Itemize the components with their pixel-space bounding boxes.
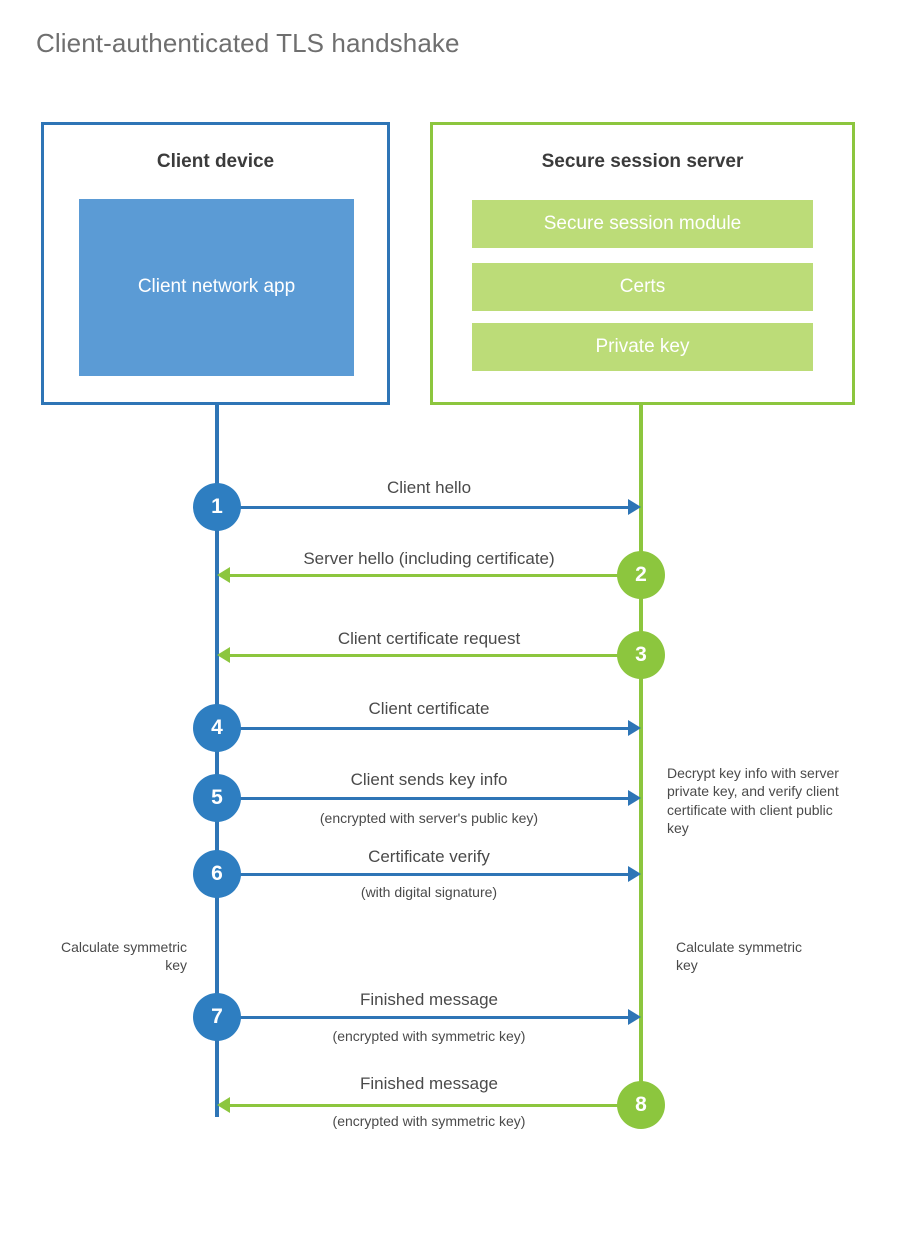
client-device-title: Client device bbox=[156, 151, 275, 172]
step-8-label: Finished message bbox=[360, 1074, 498, 1093]
client-network-app-block: Client network app bbox=[79, 199, 354, 376]
page-title: Client-authenticated TLS handshake bbox=[36, 28, 460, 58]
step-1-arrowhead-icon bbox=[628, 499, 641, 515]
private-key-block: Private key bbox=[472, 323, 813, 371]
step-7-circle[interactable]: 7 bbox=[193, 993, 241, 1041]
step-5-sublabel: (encrypted with server's public key) bbox=[319, 810, 539, 826]
secure-session-module-block: Secure session module bbox=[472, 200, 813, 248]
server-calculate-symmetric-key-annotation: Calculate symmetric key bbox=[676, 939, 803, 974]
step-6-arrowhead-icon bbox=[628, 866, 641, 882]
step-7-line bbox=[219, 1016, 628, 1019]
step-2-line bbox=[230, 574, 641, 577]
step-8-line bbox=[230, 1104, 641, 1107]
step-4-circle[interactable]: 4 bbox=[193, 704, 241, 752]
step-5-arrowhead-icon bbox=[628, 790, 641, 806]
step-8-sublabel: (encrypted with symmetric key) bbox=[332, 1113, 526, 1129]
step-3-arrowhead-icon bbox=[217, 647, 230, 663]
step-5-line bbox=[219, 797, 628, 800]
step-2-arrowhead-icon bbox=[217, 567, 230, 583]
step-5-circle[interactable]: 5 bbox=[193, 774, 241, 822]
step-6-sublabel: (with digital signature) bbox=[360, 884, 498, 900]
step-6-line bbox=[219, 873, 628, 876]
client-lifeline bbox=[215, 405, 219, 1117]
client-device-box: Client device Client network app bbox=[41, 122, 390, 405]
step-8-circle[interactable]: 8 bbox=[617, 1081, 665, 1129]
server-decrypt-annotation: Decrypt key info with server private key… bbox=[667, 765, 839, 837]
step-3-line bbox=[230, 654, 641, 657]
server-lifeline bbox=[639, 405, 643, 1105]
step-5-label: Client sends key info bbox=[350, 770, 508, 789]
client-calculate-symmetric-key-annotation: Calculate symmetric key bbox=[60, 939, 187, 974]
secure-session-server-title: Secure session server bbox=[541, 151, 744, 172]
step-1-label: Client hello bbox=[386, 478, 472, 497]
step-7-label: Finished message bbox=[360, 990, 498, 1009]
certs-block: Certs bbox=[472, 263, 813, 311]
step-4-arrowhead-icon bbox=[628, 720, 641, 736]
step-8-arrowhead-icon bbox=[217, 1097, 230, 1113]
step-6-label: Certificate verify bbox=[368, 847, 490, 866]
step-4-line bbox=[219, 727, 628, 730]
step-7-sublabel: (encrypted with symmetric key) bbox=[332, 1028, 526, 1044]
step-3-label: Client certificate request bbox=[337, 629, 521, 648]
step-4-label: Client certificate bbox=[368, 699, 490, 718]
step-7-arrowhead-icon bbox=[628, 1009, 641, 1025]
secure-session-server-box: Secure session server Secure session mod… bbox=[430, 122, 855, 405]
step-1-line bbox=[219, 506, 628, 509]
step-2-label: Server hello (including certificate) bbox=[303, 549, 555, 568]
step-1-circle[interactable]: 1 bbox=[193, 483, 241, 531]
step-2-circle[interactable]: 2 bbox=[617, 551, 665, 599]
step-3-circle[interactable]: 3 bbox=[617, 631, 665, 679]
step-6-circle[interactable]: 6 bbox=[193, 850, 241, 898]
